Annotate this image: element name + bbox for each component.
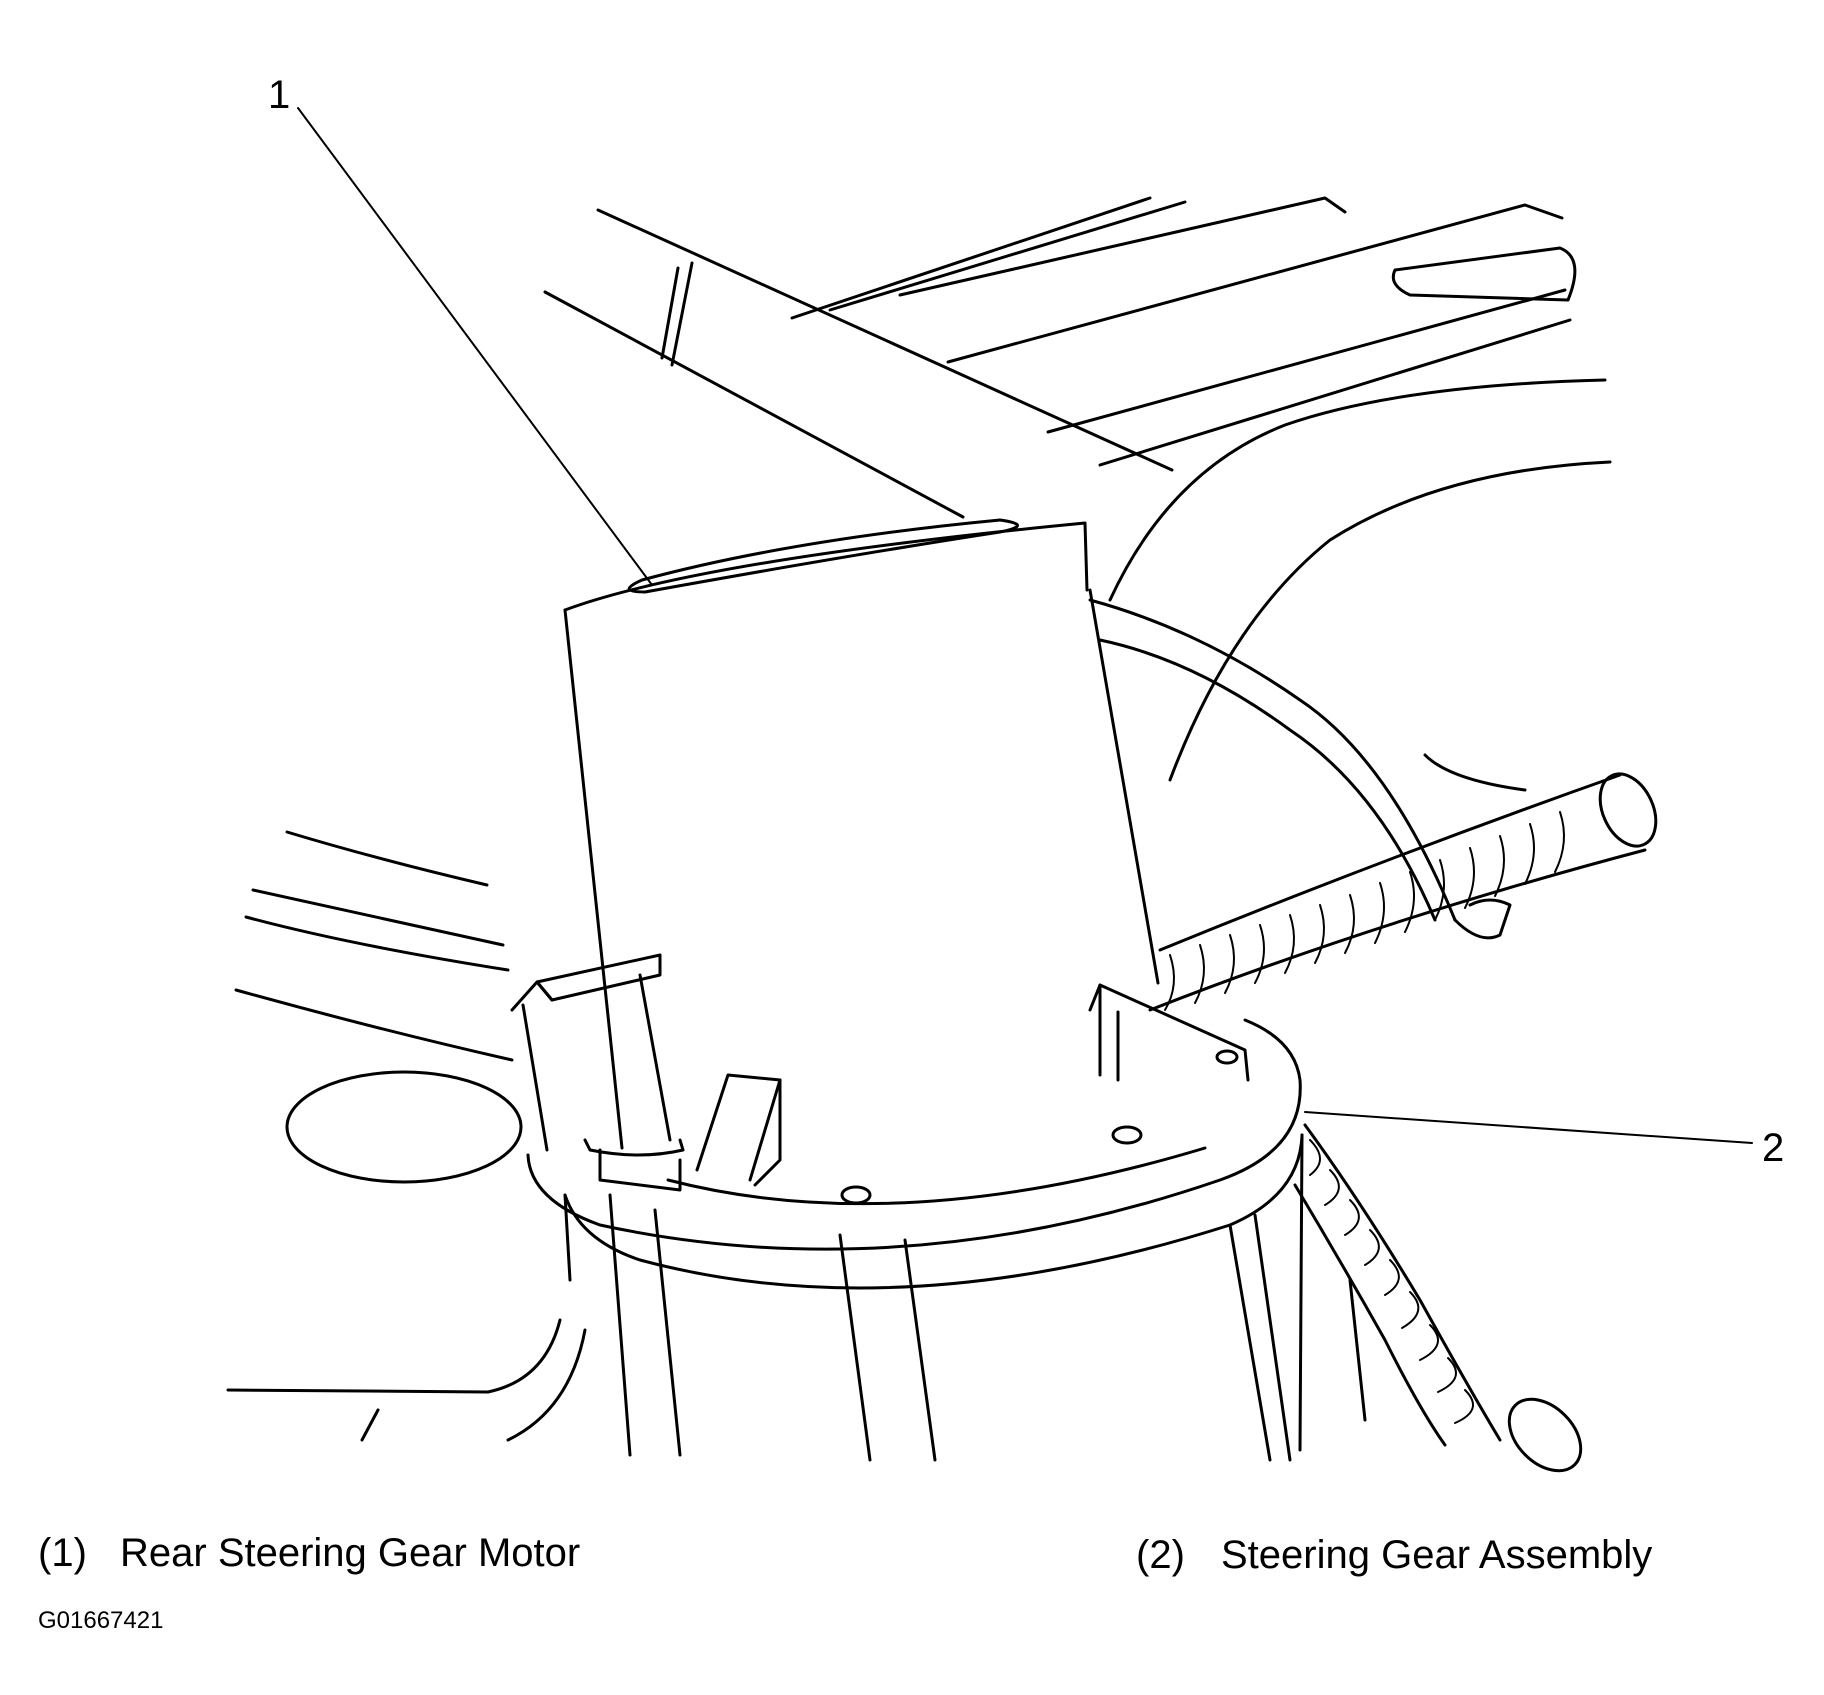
rear-steering-gear-motor	[563, 518, 1512, 1150]
upper-frame-rails	[543, 196, 1577, 519]
wheel-well-arcs	[1108, 378, 1612, 792]
wiring-conduit-lower	[1293, 1123, 1583, 1473]
leader-lines	[297, 107, 1753, 1144]
wiring-conduit-upper	[1148, 772, 1658, 1012]
callout-1-label: 1	[268, 73, 291, 117]
figure-id: G01667421	[38, 1607, 164, 1634]
legend-text-2: Steering Gear Assembly	[1221, 1533, 1653, 1577]
callout-2-label: 2	[1762, 1126, 1785, 1170]
legend-text-1: Rear Steering Gear Motor	[120, 1531, 581, 1575]
legend-key-2: (2)	[1136, 1533, 1185, 1577]
left-body-contours	[226, 830, 587, 1442]
steering-gear-assembly	[510, 953, 1367, 1462]
legend-key-1: (1)	[38, 1531, 87, 1575]
